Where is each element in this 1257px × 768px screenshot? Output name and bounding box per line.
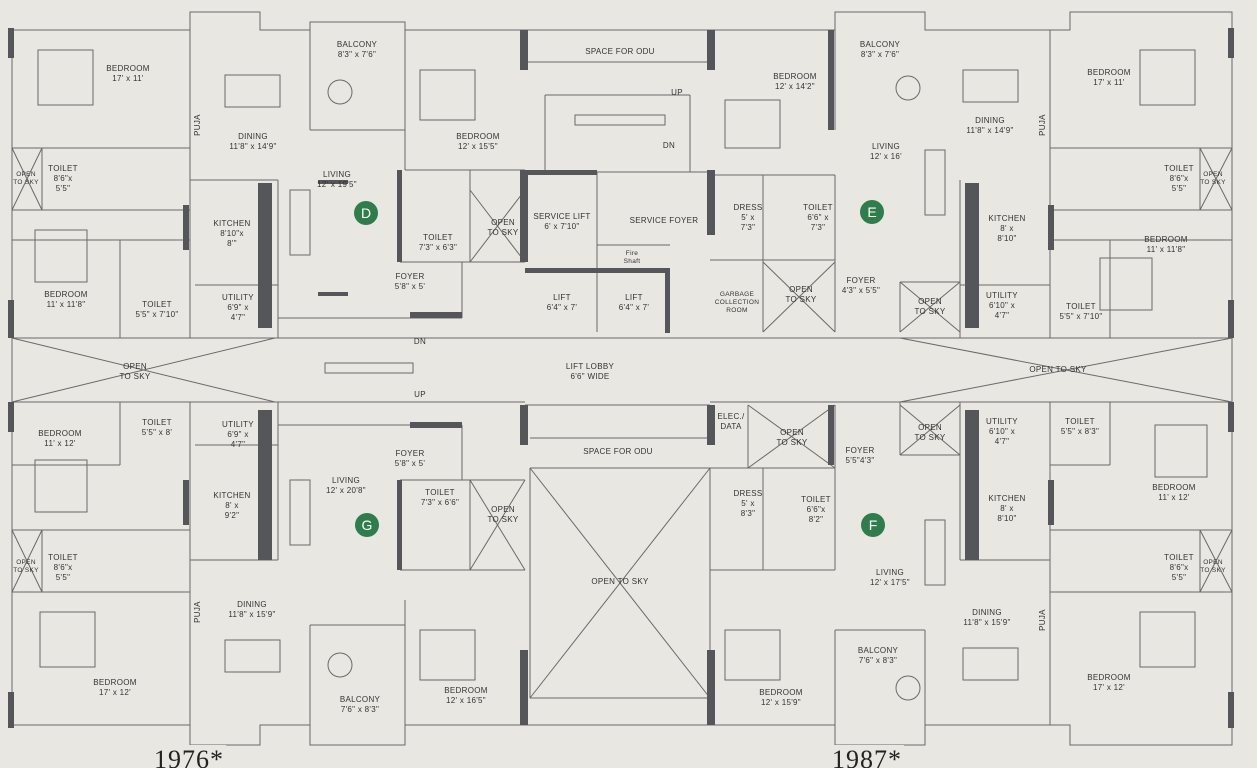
wall-blocks (8, 28, 1234, 728)
area-label-right: 1987* (830, 745, 904, 768)
unit-g-badge: G (355, 513, 379, 537)
partition-lines (11, 11, 1233, 746)
unit-d-badge: D (354, 201, 378, 225)
unit-e-badge: E (860, 200, 884, 224)
unit-f-badge: F (861, 513, 885, 537)
area-label-left: 1976* (152, 745, 226, 768)
